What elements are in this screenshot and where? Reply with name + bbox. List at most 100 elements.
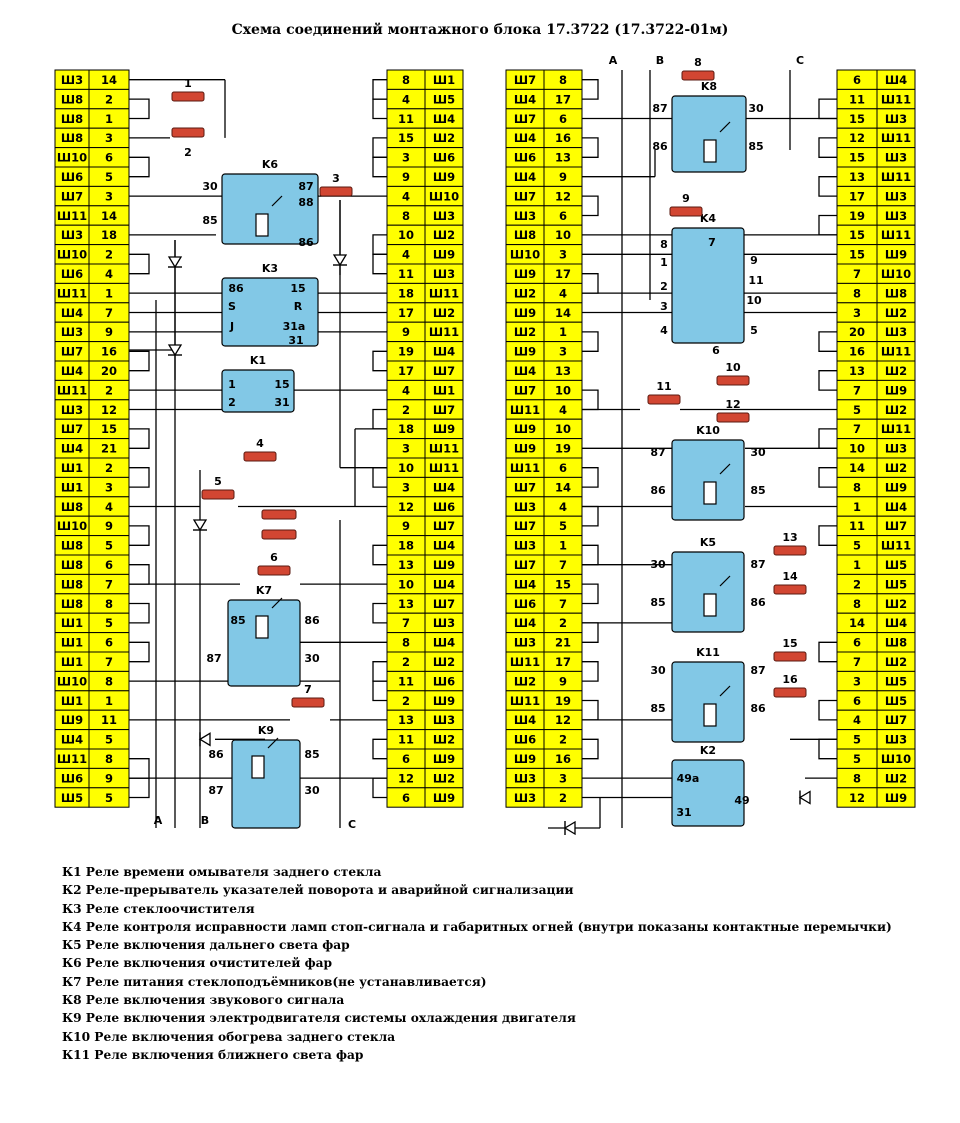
- fuse-label: 3: [332, 172, 340, 185]
- relay-pin-label: 30: [650, 558, 666, 571]
- relay-pin-label: 85: [650, 596, 665, 609]
- pin-number: 2: [559, 791, 567, 805]
- pin-number: 10: [555, 422, 571, 436]
- relay-pin-label: 87: [208, 784, 223, 797]
- plug-label: Ш2: [433, 228, 455, 242]
- relay-pin-label: 1: [660, 256, 668, 269]
- plug-label: Ш3: [433, 713, 455, 727]
- relay-pin-label: 30: [748, 102, 764, 115]
- pin-number: 14: [101, 209, 117, 223]
- plug-label: Ш1: [61, 694, 83, 708]
- plug-label: Ш2: [433, 733, 455, 747]
- relay-pin-label: 86: [208, 748, 224, 761]
- plug-label: Ш5: [61, 791, 83, 805]
- plug-label: Ш9: [433, 752, 455, 766]
- plug-label: Ш5: [433, 92, 455, 106]
- plug-label: Ш8: [61, 131, 83, 145]
- pin-number: 8: [853, 597, 861, 611]
- pin-number: 3: [105, 131, 113, 145]
- pin-number: 12: [398, 771, 414, 785]
- plug-label: Ш9: [885, 248, 907, 262]
- pin-number: 11: [398, 674, 414, 688]
- plug-label: Ш4: [514, 92, 536, 106]
- relay-label: K6: [262, 158, 279, 171]
- pin-number: 1: [559, 539, 567, 553]
- pin-number: 6: [105, 558, 113, 572]
- plug-label: Ш4: [514, 577, 536, 591]
- relay-pin-label: 88: [298, 196, 313, 209]
- plug-label: Ш9: [514, 422, 536, 436]
- plug-label: Ш2: [885, 403, 907, 417]
- pin-number: 5: [853, 403, 861, 417]
- fuse-9: 9: [669, 192, 703, 217]
- relay-pin-label: 31: [288, 334, 303, 347]
- pin-number: 11: [101, 713, 117, 727]
- fuse-body: [171, 127, 205, 138]
- fuse-label: 15: [782, 637, 797, 650]
- fuse-body: [171, 91, 205, 102]
- legend-item: К4 Реле контроля исправности ламп стоп-с…: [62, 919, 892, 934]
- plug-label: Ш10: [510, 248, 540, 262]
- plug-label: Ш2: [433, 655, 455, 669]
- plug-label: Ш3: [885, 209, 907, 223]
- plug-label: Ш5: [885, 558, 907, 572]
- pin-number: 2: [402, 694, 410, 708]
- fuse-label: 16: [782, 673, 798, 686]
- pin-number: 6: [559, 209, 567, 223]
- relay-pin-label: R: [294, 300, 303, 313]
- relay-pin-label: 31: [676, 806, 691, 819]
- plug-label: Ш7: [514, 480, 536, 494]
- pin-number: 1: [105, 286, 113, 300]
- relay-body: [671, 227, 745, 344]
- relay-label: K1: [250, 354, 266, 367]
- bus-label-b: B: [656, 54, 664, 67]
- plug-label: Ш8: [885, 636, 907, 650]
- pin-number: 3: [402, 442, 410, 456]
- plug-label: Ш7: [433, 597, 455, 611]
- pin-number: 9: [402, 519, 410, 533]
- relay-pin-label: 86: [750, 596, 766, 609]
- pin-number: 4: [402, 189, 410, 203]
- plug-label: Ш11: [57, 286, 87, 300]
- plug-label: Ш7: [61, 189, 83, 203]
- plug-label: Ш3: [61, 228, 83, 242]
- pin-number: 13: [398, 597, 414, 611]
- legend-item: К2 Реле-прерыватель указателей поворота …: [62, 883, 574, 898]
- pin-number: 8: [105, 674, 113, 688]
- bus-label-b: B: [201, 814, 209, 827]
- fuse-label: 5: [214, 475, 222, 488]
- plug-label: Ш4: [514, 616, 536, 630]
- plug-label: Ш8: [61, 539, 83, 553]
- pin-number: 2: [105, 461, 113, 475]
- fuse-5: 5: [201, 475, 235, 500]
- relay-pin-label: 31: [274, 396, 289, 409]
- pin-number: 9: [559, 674, 567, 688]
- plug-label: Ш11: [881, 345, 911, 359]
- plug-label: Ш6: [61, 267, 83, 281]
- pin-number: 11: [849, 92, 865, 106]
- plug-label: Ш6: [433, 674, 455, 688]
- relay-label: K2: [700, 744, 716, 757]
- pin-number: 5: [105, 539, 113, 553]
- pin-number: 5: [559, 519, 567, 533]
- fuse-label: 2: [184, 146, 192, 159]
- pin-number: 8: [853, 771, 861, 785]
- plug-label: Ш7: [514, 383, 536, 397]
- relay-label: K9: [258, 724, 274, 737]
- pin-number: 17: [398, 306, 414, 320]
- plug-label: Ш7: [433, 403, 455, 417]
- pin-number: 1: [105, 112, 113, 126]
- plug-label: Ш2: [885, 771, 907, 785]
- fuse-10: 10: [716, 361, 750, 386]
- pin-number: 7: [402, 616, 410, 630]
- fuse-body: [773, 651, 807, 662]
- fuse-12: 12: [716, 398, 750, 423]
- fuse-label: 6: [270, 551, 278, 564]
- pin-number: 6: [402, 791, 410, 805]
- plug-label: Ш11: [57, 752, 87, 766]
- pin-number: 8: [105, 597, 113, 611]
- pin-number: 10: [555, 228, 571, 242]
- plug-label: Ш9: [61, 713, 83, 727]
